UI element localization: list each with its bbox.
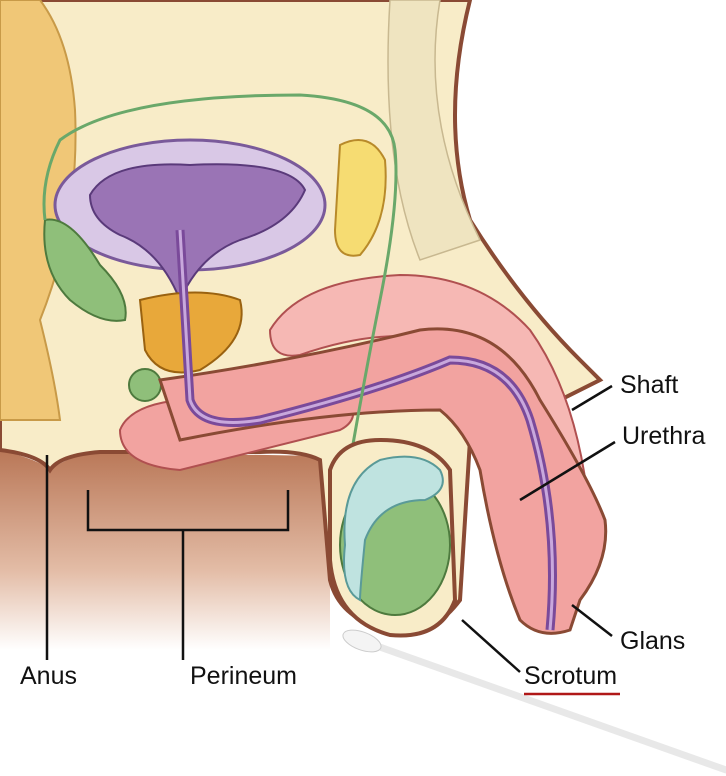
bulbourethral-gland xyxy=(128,368,162,402)
bladder-inner xyxy=(88,163,307,303)
scrotum-leader xyxy=(461,619,521,673)
pubic-bone xyxy=(333,139,387,257)
vas-deferens xyxy=(42,93,398,521)
penis-shaft xyxy=(158,327,608,635)
perineum-bracket xyxy=(86,490,290,660)
urethra-lumen xyxy=(178,229,554,631)
label-shaft: Shaft xyxy=(620,371,678,399)
cotton-swab xyxy=(356,636,726,774)
label-scrotum: Scrotum xyxy=(524,662,617,690)
epididymis xyxy=(343,455,444,602)
body-shadow-region xyxy=(0,450,330,650)
label-urethra: Urethra xyxy=(622,422,705,450)
suspensory-ligament xyxy=(387,0,482,261)
glans-leader xyxy=(571,604,613,637)
urethra-leader xyxy=(519,440,616,502)
cotton-swab-tip xyxy=(342,629,382,653)
label-anus: Anus xyxy=(20,662,77,690)
prostate xyxy=(138,291,243,374)
label-glans: Glans xyxy=(620,627,685,655)
label-perineum: Perineum xyxy=(190,662,297,690)
seminal-vesicle xyxy=(43,218,127,322)
shaft-leader xyxy=(571,384,613,412)
